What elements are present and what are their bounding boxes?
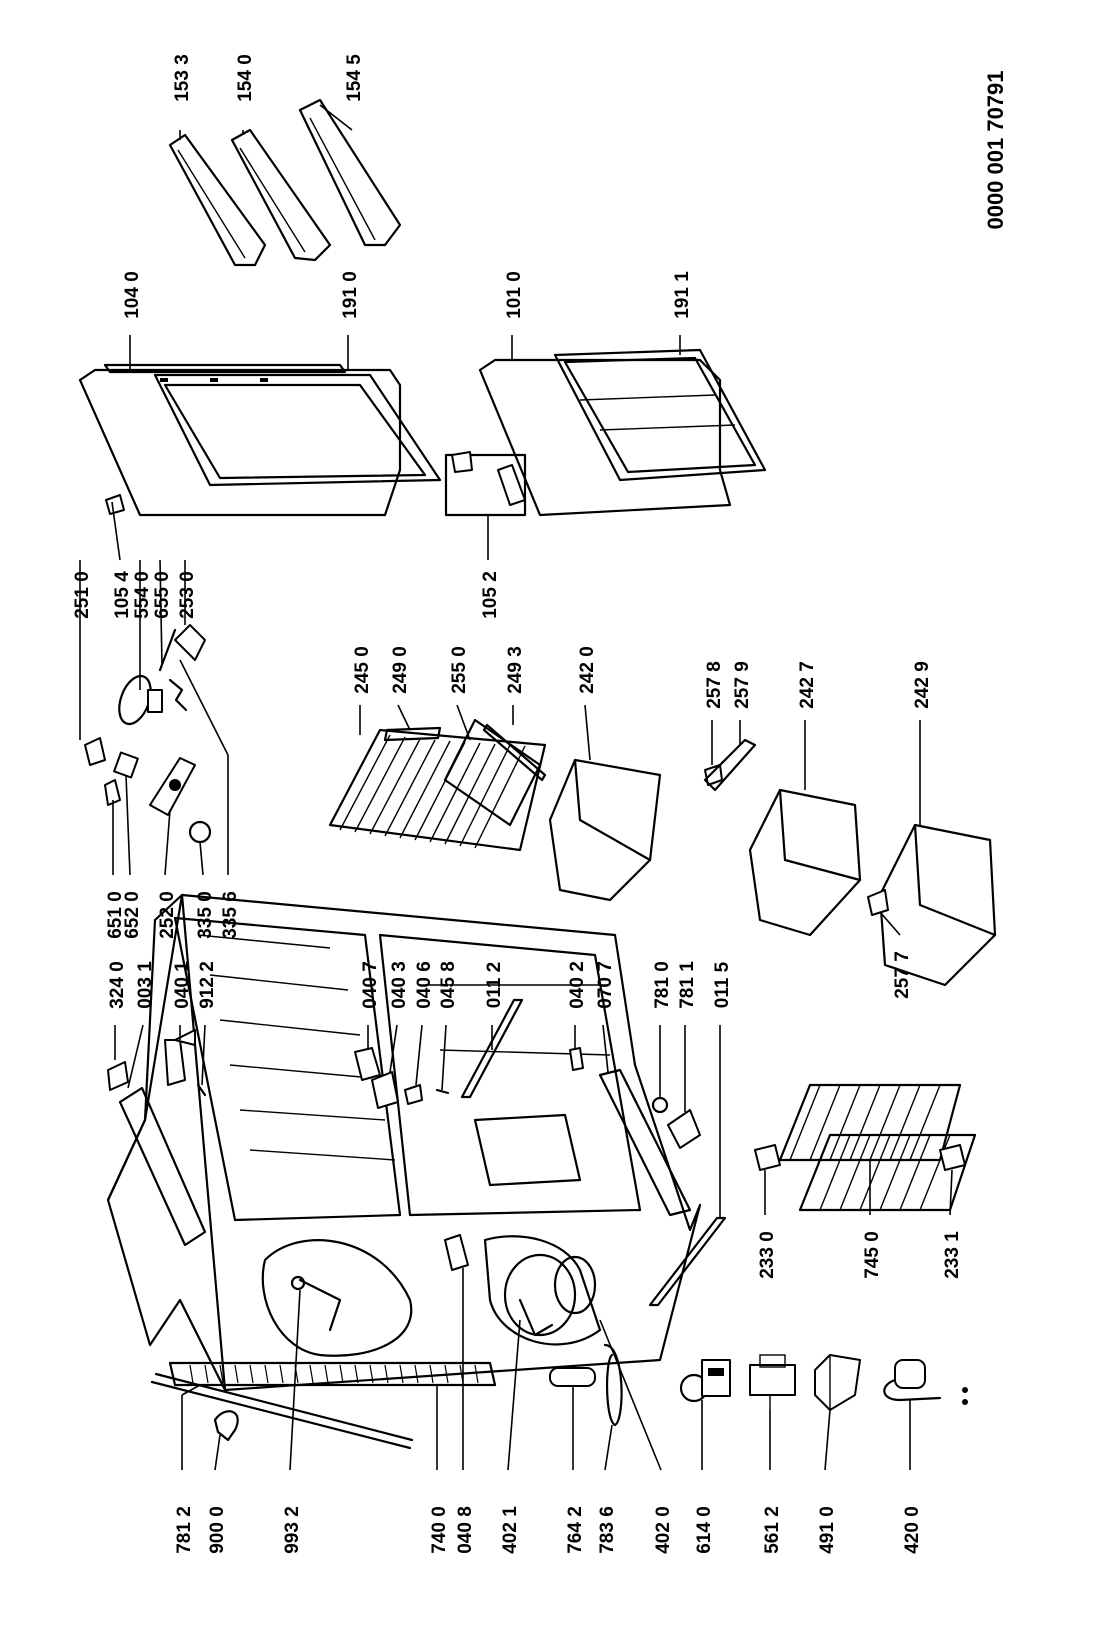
label-993-2: 993 2 — [282, 1506, 303, 1554]
door-shelves-drawing — [168, 98, 402, 267]
label-040-3: 040 3 — [389, 961, 410, 1009]
label-900-0: 900 0 — [207, 1506, 228, 1554]
upper-door-drawing — [78, 363, 442, 517]
label-783-6: 783 6 — [597, 1506, 618, 1554]
label-249-0: 249 0 — [390, 646, 411, 694]
label-561-2: 561 2 — [762, 1506, 783, 1554]
label-335-6: 335 6 — [220, 891, 241, 939]
leader-lines — [79, 104, 953, 1471]
shelves-drawing — [328, 718, 547, 852]
label-257-7: 257 7 — [892, 951, 913, 999]
label-003-1: 003 1 — [135, 961, 156, 1009]
label-153-3: 153 3 — [172, 54, 193, 102]
thermostat-group-drawing — [84, 624, 212, 844]
part-labels: 781 2 900 0 993 2 740 0 040 8 402 1 764 … — [72, 54, 1008, 1554]
label-912-2: 912 2 — [197, 961, 218, 1009]
label-554-0: 554 0 — [132, 571, 153, 619]
label-040-1: 040 1 — [172, 961, 193, 1009]
label-740-0: 740 0 — [429, 1506, 450, 1554]
label-651-0: 651 0 — [105, 891, 126, 939]
label-781-0: 781 0 — [652, 961, 673, 1009]
lower-door-drawing — [444, 348, 767, 517]
label-242-0: 242 0 — [577, 646, 598, 694]
label-191-0: 191 0 — [340, 271, 361, 319]
label-233-0: 233 0 — [757, 1231, 778, 1279]
label-491-0: 491 0 — [817, 1506, 838, 1554]
label-420-0: 420 0 — [902, 1506, 923, 1554]
label-652-0: 652 0 — [122, 891, 143, 939]
label-781-1: 781 1 — [677, 961, 698, 1009]
label-253-0: 253 0 — [177, 571, 198, 619]
label-245-0: 245 0 — [352, 646, 373, 694]
label-251-0: 251 0 — [72, 571, 93, 619]
label-781-2: 781 2 — [174, 1506, 195, 1554]
label-040-2: 040 2 — [567, 961, 588, 1009]
label-335-0: 335 0 — [195, 891, 216, 939]
label-249-3: 249 3 — [505, 646, 526, 694]
wire-shelves-drawing — [754, 1083, 977, 1212]
label-040-8: 040 8 — [455, 1506, 476, 1554]
label-242-9: 242 9 — [912, 661, 933, 709]
label-764-2: 764 2 — [565, 1506, 586, 1554]
small-parts-drawing — [213, 1343, 968, 1442]
label-154-5: 154 5 — [344, 54, 365, 102]
label-745-0: 745 0 — [862, 1231, 883, 1279]
label-257-8: 257 8 — [704, 661, 725, 709]
label-255-0: 255 0 — [449, 646, 470, 694]
label-101-0: 101 0 — [504, 271, 525, 319]
cabinet-body-drawing — [106, 893, 702, 1392]
label-402-1: 402 1 — [500, 1506, 521, 1554]
label-070-7: 070 7 — [595, 961, 616, 1009]
hinge-parts-drawing — [107, 998, 727, 1307]
label-324-0: 324 0 — [107, 961, 128, 1009]
label-040-7: 040 7 — [360, 961, 381, 1009]
label-655-0: 655 0 — [152, 571, 173, 619]
label-402-0: 402 0 — [653, 1506, 674, 1554]
label-614-0: 614 0 — [694, 1506, 715, 1554]
label-045-8: 045 8 — [438, 961, 459, 1009]
bins-drawing — [548, 738, 997, 987]
label-242-7: 242 7 — [797, 661, 818, 709]
label-011-5: 011 5 — [712, 961, 733, 1008]
label-191-1: 191 1 — [672, 271, 693, 319]
label-257-9: 257 9 — [732, 661, 753, 709]
label-233-1: 233 1 — [942, 1231, 963, 1279]
drawing-number: 0000 001 70791 — [983, 70, 1008, 229]
label-252-0: 252 0 — [157, 891, 178, 939]
label-105-4: 105 4 — [112, 571, 133, 619]
label-011-2: 011 2 — [484, 962, 505, 1009]
label-040-6: 040 6 — [414, 961, 435, 1009]
label-105-2: 105 2 — [480, 571, 501, 619]
label-154-0: 154 0 — [235, 54, 256, 102]
label-104-0: 104 0 — [122, 271, 143, 319]
